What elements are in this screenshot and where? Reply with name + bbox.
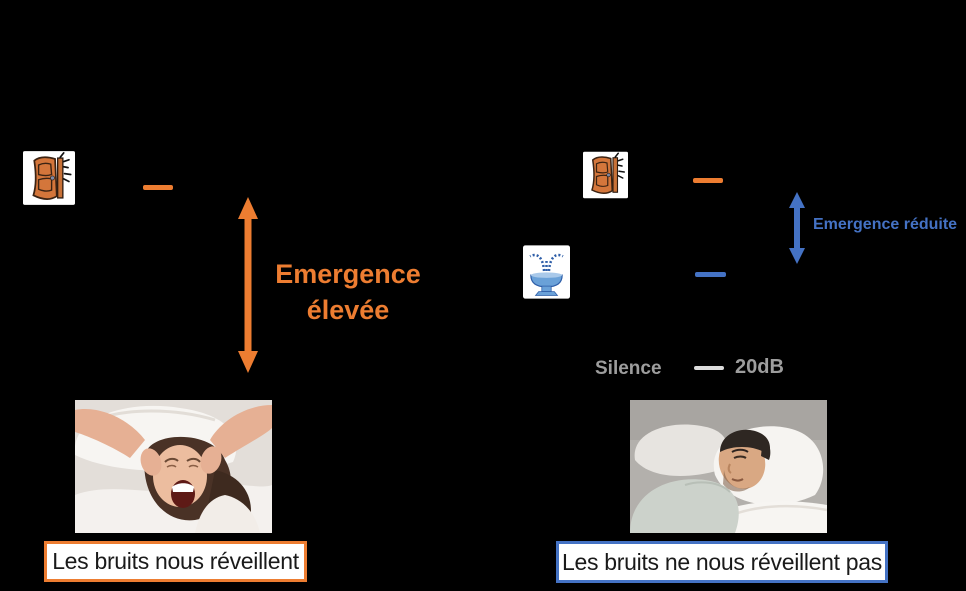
caption-left-text: Les bruits nous réveillent [52,548,299,574]
masked-level-dash [695,272,726,277]
door-slam-icon [23,151,75,205]
door-slam-icon [583,148,628,202]
photo-woman-awakened [74,400,272,538]
emergence-high-label-line1: Emergence [275,259,421,289]
caption-right-text: Les bruits ne nous réveillent pas [562,548,882,575]
noise-level-dash-left [143,185,173,190]
silence-level-value: 20dB [735,356,784,378]
emergence-high-arrow-icon [237,196,259,379]
emergence-reduced-label: Emergence réduite [813,216,958,233]
emergence-high-label-line2: élevée [306,295,390,325]
silence-label: Silence [595,358,662,379]
silence-level-dash [694,366,724,370]
caption-box-right: Les bruits ne nous réveillent pas [556,541,888,583]
fountain-icon [523,245,570,299]
noise-level-dash-right [693,178,723,183]
photo-man-sleeping [630,400,828,538]
emergence-reduced-arrow-icon [788,191,806,270]
caption-box-left: Les bruits nous réveillent [44,541,307,582]
emergence-high-label: Emergence élevée [258,256,438,328]
